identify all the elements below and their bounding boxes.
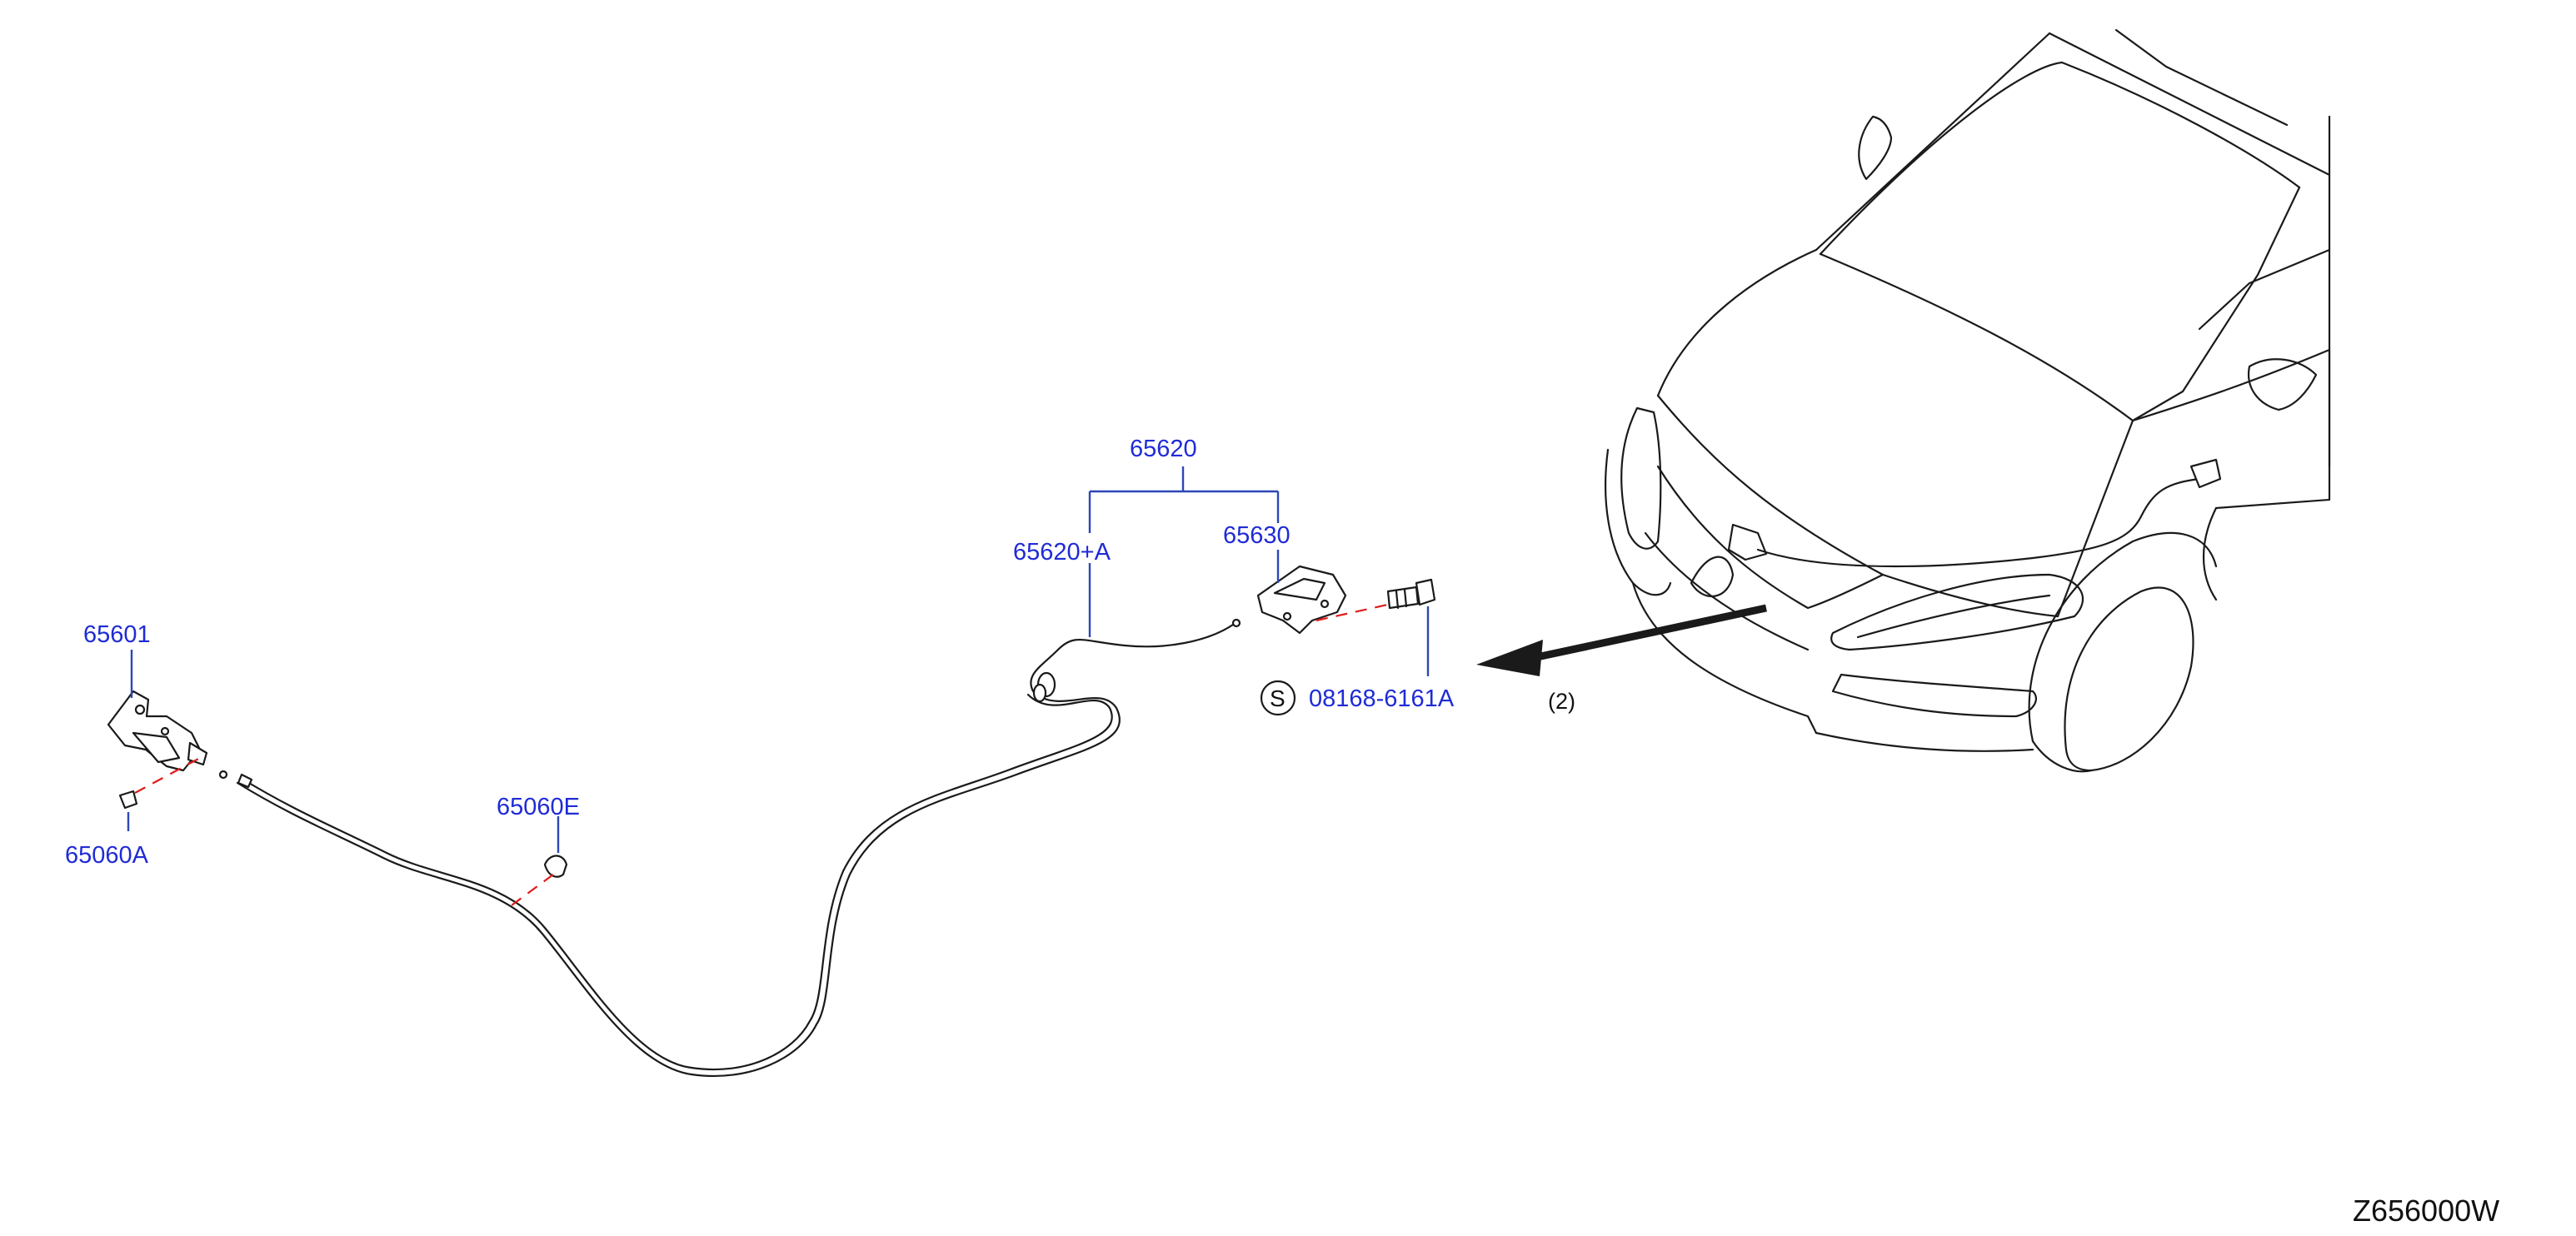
part-label-65620-a: 65620+A (1013, 539, 1111, 566)
diagram-code: Z656000W (2353, 1194, 2499, 1228)
clip-65060e (507, 855, 568, 909)
part-label-08168-6161a: 08168-6161A (1309, 685, 1455, 712)
bracket-65630 (1256, 565, 1347, 635)
vehicle-front-illustration (1605, 28, 2331, 773)
hood-lock-65601 (107, 690, 208, 772)
direction-arrow (1476, 604, 1767, 676)
part-label-65620: 65620 (1130, 436, 1197, 462)
symbol-letter: S (1270, 685, 1286, 711)
leader-lines (127, 466, 1430, 853)
part-label-65060e: 65060E (497, 794, 580, 820)
part-label-65601: 65601 (83, 621, 151, 648)
hood-release-cable (218, 618, 1241, 1078)
bolt-08168-6161a (1315, 578, 1436, 622)
bolt-65060a (118, 757, 201, 810)
standard-part-symbol: S (1260, 680, 1296, 716)
part-label-65630: 65630 (1223, 522, 1290, 549)
quantity-label: (2) (1548, 689, 1575, 714)
part-label-65060a: 65060A (65, 842, 149, 869)
